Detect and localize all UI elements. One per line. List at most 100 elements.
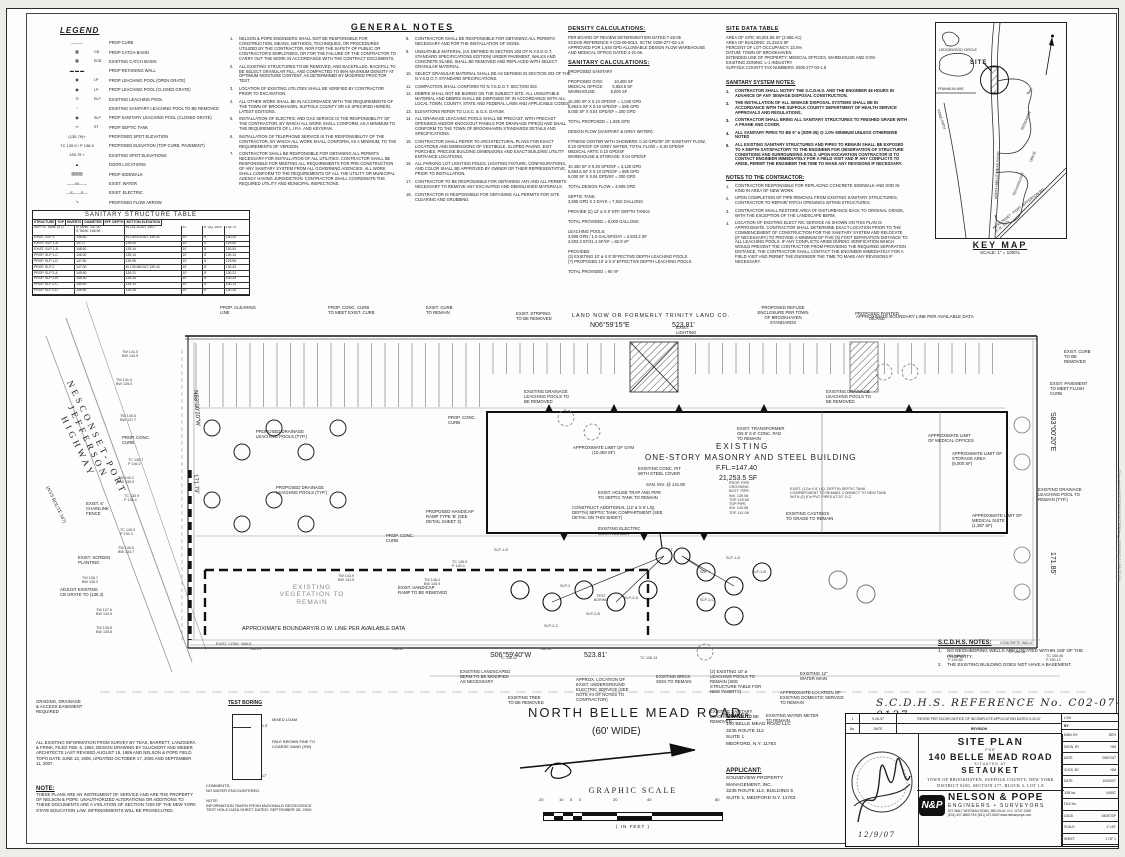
revision-row: 1 9-26-07 REVISE PER SCDHS NOTICE OF INC… — [846, 714, 1061, 724]
calc-line: MEDICAL ARTS: 0.10 GPD/SF — [568, 149, 625, 154]
info-row: JOB No. 04057 — [1062, 788, 1118, 799]
legend-symbol-icon: ∞ — [75, 124, 79, 130]
general-notes-right-column: 8. CONTRACTOR SHALL BE RESPONSIBLE FOR O… — [406, 36, 574, 204]
plan-callout: RESEARCH — [1020, 110, 1033, 131]
graphic-scale-title: GRAPHIC SCALE — [588, 786, 678, 795]
key-map-north-needle — [1045, 34, 1054, 76]
plan-callout: DRIVE — [1029, 150, 1037, 163]
scdhs-notes-block: S.C.D.H.S. NOTES: 1. NO NEIGHBORING WELL… — [938, 640, 1090, 670]
scdhs-notes-title: S.C.D.H.S. NOTES: — [938, 640, 992, 646]
legend-item: ▬ ▬ ▬ PROP RETAINING WALL — [60, 66, 235, 75]
applicant-address-line: MANAGEMENT, INC. — [726, 782, 773, 788]
legend-item-label: PROPOSED SPOT ELEVATION — [109, 134, 168, 140]
district-line: DISTRICT 0200, SECTION 277, BLOCK 3, LOT… — [937, 783, 1044, 788]
table-row: PROP. SLP 2 147.00 IN 139.68/OUT 139.43 … — [33, 265, 249, 272]
title-block-info-rows: DWN. BY DEH DSGN. BY HM DATE: 09/07/07 C… — [1062, 730, 1118, 845]
legend-symbol-icon: ▲ — [75, 161, 79, 167]
legend-symbol-icon: ▨▨▨ — [71, 171, 83, 177]
test-boring-depth1: 1.5' — [262, 724, 268, 728]
by-header-cell: BY — [1062, 722, 1118, 730]
sanitary-system-note: 2. THE INSTALLATION OF ALL SEWAGE DISPOS… — [726, 100, 897, 116]
sanitary-system-notes: 1. CONTRACTOR SHALL NOTIFY THE S.C.D.H.S… — [726, 88, 908, 167]
legend-item-label: PROP SANITARY LEACHING POOL (CLOSED GRAT… — [109, 115, 212, 121]
plan-callout: NORTH BELLE MEAD ROAD — [994, 151, 1001, 200]
table-row: PROP. SLP 2-A 145.90 139.21 10' 8' 130.2… — [33, 271, 249, 277]
legend-symbol-icon: ◌ — [75, 105, 79, 111]
calc-line: AND MEDICAL OFFICE DATED 4-21-06. — [568, 50, 644, 55]
calc-line: 5,000 SF X 0.04 GPD/SF = 200 GPD — [568, 174, 636, 179]
title-block: 1 9-26-07 REVISE PER SCDHS NOTICE OF INC… — [845, 713, 1119, 847]
legend-item-label: PROP RETAINING WALL — [109, 68, 156, 74]
firm-strip: N&P NELSON & POPE ENGINEERS • SURVEYORS … — [917, 790, 1064, 819]
owner-address-line: 140 BELLE MEAD ROAD LLC — [726, 722, 791, 727]
test-boring-depth2: 17' — [262, 774, 267, 778]
legend-item-label: EXISTING SPOT ELEVATIONS — [109, 152, 167, 158]
legend-item: —E——E— EXIST. ELECTRIC — [60, 188, 235, 197]
table-row: PROP. SLP 1-D 147.50 139.96 10' 8' 129.9… — [33, 259, 249, 266]
test-boring-title: TEST BORING — [228, 700, 263, 706]
calc-line: 10,400 SF X 0.10 GPD/SF = 1,040 GPD — [568, 99, 642, 104]
firm-name: NELSON & POPE — [948, 792, 1044, 803]
sanitary-system-note: 4. ALL SANITARY PIPES TO BE 6" ø (SDR-35… — [726, 129, 898, 140]
key-map-site-label: SITE — [970, 60, 988, 66]
site-data-line: EXISTING ZONING: L-1 INDUSTRY — [726, 60, 793, 65]
test-boring-note: NOTE: INFORMATION TAKEN FROM McDONALD GE… — [206, 798, 312, 813]
graphic-scale-bar — [543, 812, 723, 821]
scale-tick-label: 5 — [570, 797, 573, 802]
legend-item-label: PROP CATCH BASIN — [109, 49, 149, 55]
legend-symbol-icon: TC 139.0 / P 138.5 — [60, 142, 94, 148]
structure-table-body: SEPTIC TANK (ST) N TANK: 147.00 S TANK: … — [33, 225, 249, 295]
legend-symbol-tag: SLP — [94, 115, 101, 120]
key-map-scale: SCALE: 1" = 1000'± — [980, 250, 1020, 255]
contractor-note: 2. UPON COMPLETION OF PIPE REMOVAL FROM … — [726, 195, 898, 206]
general-note: 1. NELSON & POPE ENGINEERS SHALL NOT BE … — [230, 36, 397, 61]
info-row: DATE: 10/03/07 — [1062, 776, 1118, 788]
calc-line: PER BOARD OF REVIEW DETERMINATION DATED … — [568, 35, 681, 40]
owner-address-line: 3235 ROUTE 112 — [726, 728, 764, 734]
revision-description: REVISE PER SCDHS NOTICE OF INCOMPLETE AP… — [917, 716, 1041, 721]
info-row: CADD 04057SP — [1062, 811, 1118, 822]
general-notes-title: GENERAL NOTES — [350, 22, 455, 32]
calc-line: WAREHOUSE: 5,000 SF — [568, 89, 628, 94]
general-note: 16. ALL PARKING LOT LIGHTING POLES, LIGH… — [406, 161, 567, 177]
calc-line: PROPOSED GYM: 10,400 SF — [568, 79, 634, 84]
structure-table-title: SANITARY STRUCTURE TABLE — [33, 211, 249, 220]
site-data-line: SUFFOLK COUNTY TAX NUMBERS: 0200-277-03-… — [726, 65, 827, 70]
general-note: 5. INSTALLATION OF ELECTRIC AND GAS SERV… — [230, 116, 396, 132]
legend-symbol-icon: ▦ — [75, 58, 79, 64]
general-note: 13. ELEVATIONS REFER TO U.S.C. & G.S. DA… — [406, 108, 505, 114]
revision-number: 1 — [846, 714, 860, 723]
info-row: DWN. BY DEH — [1062, 730, 1118, 742]
calc-line: (3) EXISTING 10' ø X 8' EFFECTIVE DEPTH … — [568, 254, 688, 259]
legend-item: (135.79)+ PROPOSED SPOT ELEVATION — [60, 132, 235, 141]
door-location-markers — [545, 404, 913, 541]
scale-tick-label: 20 — [539, 797, 544, 802]
general-note: 14. ALL DRAINAGE LEACHING POOLS SHALL BE… — [406, 116, 567, 137]
key-map-title: KEY MAP — [972, 240, 1028, 250]
legend-item: ▦ ECB EXISTING CATCH BASIN — [60, 57, 235, 66]
general-note: 6. INSTALLATION OF TELEPHONE SERVICE IS … — [230, 133, 397, 149]
sanitary-pools — [510, 532, 772, 626]
owner-address-line: MEDFORD, N.Y. 11763 — [726, 742, 776, 748]
engineer-seal-icon — [851, 751, 913, 823]
contractor-note: 1. CONTRACTOR RESPONSIBLE FOR REPLACING … — [726, 183, 900, 194]
municipality-line: TOWN OF BROOKHAVEN, SUFFOLK COUNTY, NEW … — [927, 776, 1054, 782]
site-data-line: DATUM: TOWN OF BROOKHAVEN — [726, 50, 792, 55]
legend-symbol-tag: ECB — [94, 59, 102, 64]
survey-source-note: ALL EXISTING INFORMATION FROM SURVEY BY … — [36, 740, 196, 766]
calc-line: SCDHS REFERENCE # C02-05-0013, SCTM: 020… — [568, 40, 684, 45]
legend-symbol-icon: ▦ — [75, 49, 79, 55]
drawing-title: SITE PLAN — [957, 737, 1024, 748]
applicant-address-line: SUITE 1, MEDFORD N.Y. 11763 — [726, 796, 796, 802]
general-note: 9. UNSUITABLE MATERIAL (AS DEFINED IN SE… — [406, 48, 558, 69]
general-note: 3. LOCATION OF EXISTING UTILITIES SHALL … — [230, 86, 384, 97]
table-row: PROP. SLP 2-C 144.90 139.13 10' 8' 130.1… — [33, 282, 249, 289]
calc-line: TOTAL PROPOSED = 1,825 GPD — [568, 119, 630, 124]
legend-item: ▨▨▨ PROP SIDEWALK — [60, 169, 235, 178]
legend-symbol-icon: ▬ ▬ ▬ — [69, 67, 85, 73]
calc-line: LEACHING POOLS: — [568, 229, 606, 234]
